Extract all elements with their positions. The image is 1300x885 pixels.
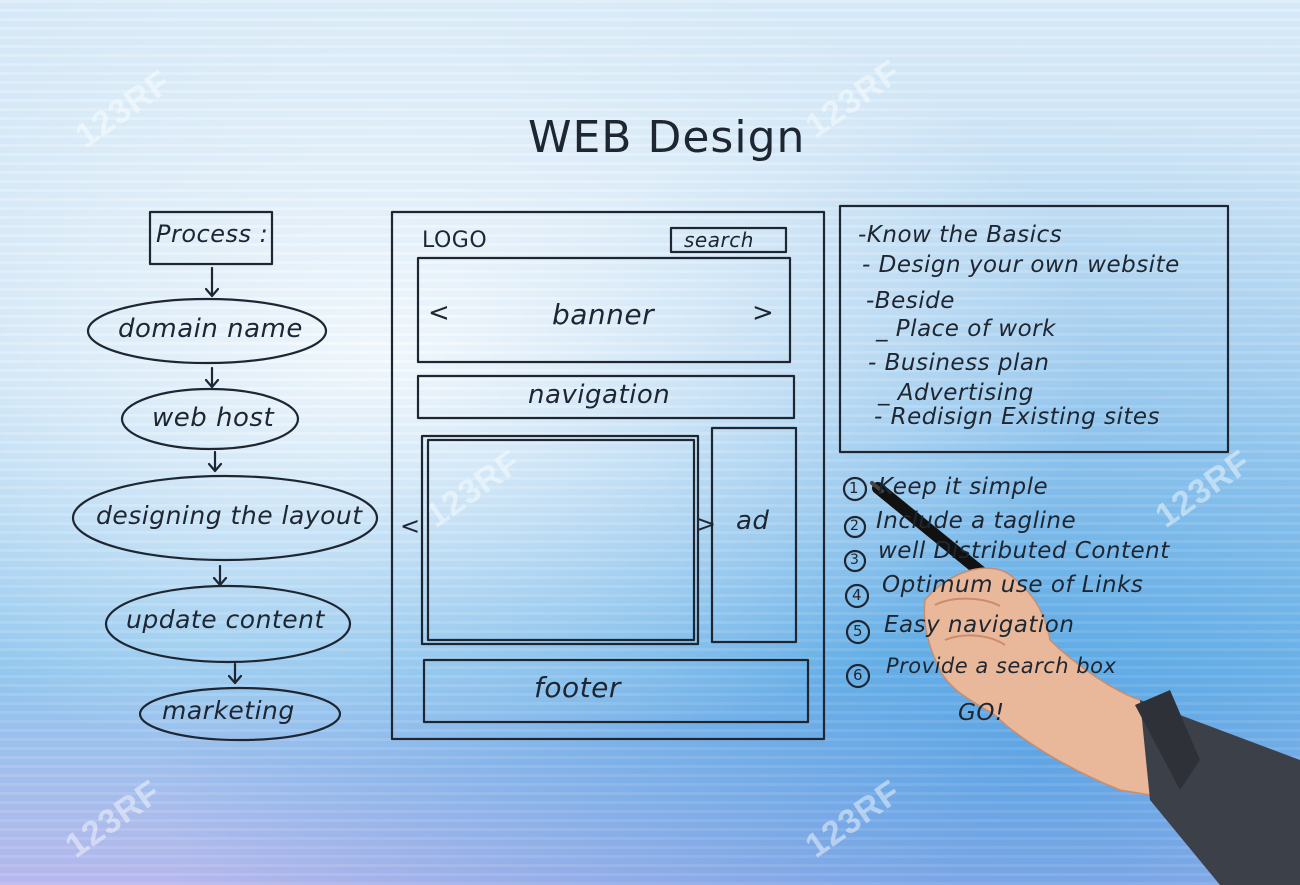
tip-number: 4 bbox=[852, 586, 863, 604]
tip-text: Include a tagline bbox=[876, 508, 1077, 534]
page-title: WEB Design bbox=[528, 112, 806, 163]
process-step: update content bbox=[126, 605, 325, 634]
number-circle bbox=[845, 663, 871, 689]
tip-text: Provide a search box bbox=[886, 654, 1117, 678]
tip-text: well Distributed Content bbox=[878, 538, 1170, 564]
basics-item: -Beside bbox=[866, 288, 955, 314]
banner-prev-icon: < bbox=[428, 298, 451, 328]
banner-box bbox=[416, 256, 792, 364]
number-circle bbox=[843, 549, 867, 573]
tip-number: 2 bbox=[850, 518, 860, 534]
basics-item: - Redisign Existing sites bbox=[874, 404, 1161, 430]
tip-number: 3 bbox=[850, 552, 860, 568]
wireframe-ad: ad bbox=[736, 506, 770, 536]
step-ellipse bbox=[86, 297, 328, 365]
content-prev-icon: < bbox=[400, 512, 421, 540]
process-header: Process : bbox=[156, 220, 269, 248]
tip-text: Keep it simple bbox=[878, 474, 1049, 500]
arrow-down-icon bbox=[204, 266, 220, 298]
arrow-down-icon bbox=[227, 662, 243, 685]
tip-text: Easy navigation bbox=[884, 612, 1075, 638]
wireframe-search: search bbox=[684, 228, 754, 252]
basics-item: - Design your own website bbox=[862, 252, 1180, 278]
tip-number: 5 bbox=[853, 622, 864, 640]
content-box bbox=[420, 434, 700, 646]
tip-number: 1 bbox=[849, 479, 860, 497]
banner-next-icon: > bbox=[752, 298, 775, 328]
wireframe-frame bbox=[390, 210, 826, 741]
step-ellipse bbox=[138, 686, 342, 742]
wireframe-footer: footer bbox=[534, 671, 621, 704]
closing-text: GO! bbox=[958, 700, 1005, 726]
content-next-icon: > bbox=[696, 510, 717, 538]
process-header-box bbox=[148, 210, 274, 266]
basics-box bbox=[838, 204, 1230, 454]
tip-number: 6 bbox=[853, 666, 864, 684]
basics-item: _ Advertising bbox=[878, 380, 1034, 406]
search-box bbox=[669, 226, 788, 254]
arrow-down-icon bbox=[204, 366, 220, 389]
number-circle bbox=[842, 476, 868, 502]
tip-text: Optimum use of Links bbox=[882, 572, 1144, 598]
number-circle bbox=[845, 619, 871, 645]
process-step: designing the layout bbox=[96, 501, 363, 530]
wireframe-navigation: navigation bbox=[528, 380, 671, 410]
content-box-inner bbox=[426, 438, 696, 642]
hand-icon bbox=[923, 567, 1300, 885]
wireframe-logo: LOGO bbox=[422, 228, 488, 253]
arrow-down-icon bbox=[207, 450, 223, 473]
basics-item: -Know the Basics bbox=[858, 222, 1063, 248]
wireframe-banner: banner bbox=[552, 298, 655, 331]
process-step: marketing bbox=[162, 696, 295, 725]
step-ellipse bbox=[71, 474, 379, 562]
navigation-bar bbox=[416, 374, 796, 420]
footer-box bbox=[422, 658, 810, 724]
step-ellipse bbox=[120, 387, 300, 451]
basics-item: - Business plan bbox=[868, 350, 1050, 376]
step-ellipse bbox=[104, 584, 352, 664]
number-circle bbox=[843, 515, 867, 539]
ad-box bbox=[710, 426, 798, 644]
basics-item: _ Place of work bbox=[876, 316, 1056, 342]
arrow-down-icon bbox=[212, 564, 228, 587]
process-step: domain name bbox=[118, 314, 303, 344]
process-step: web host bbox=[152, 403, 275, 433]
number-circle bbox=[844, 583, 870, 609]
